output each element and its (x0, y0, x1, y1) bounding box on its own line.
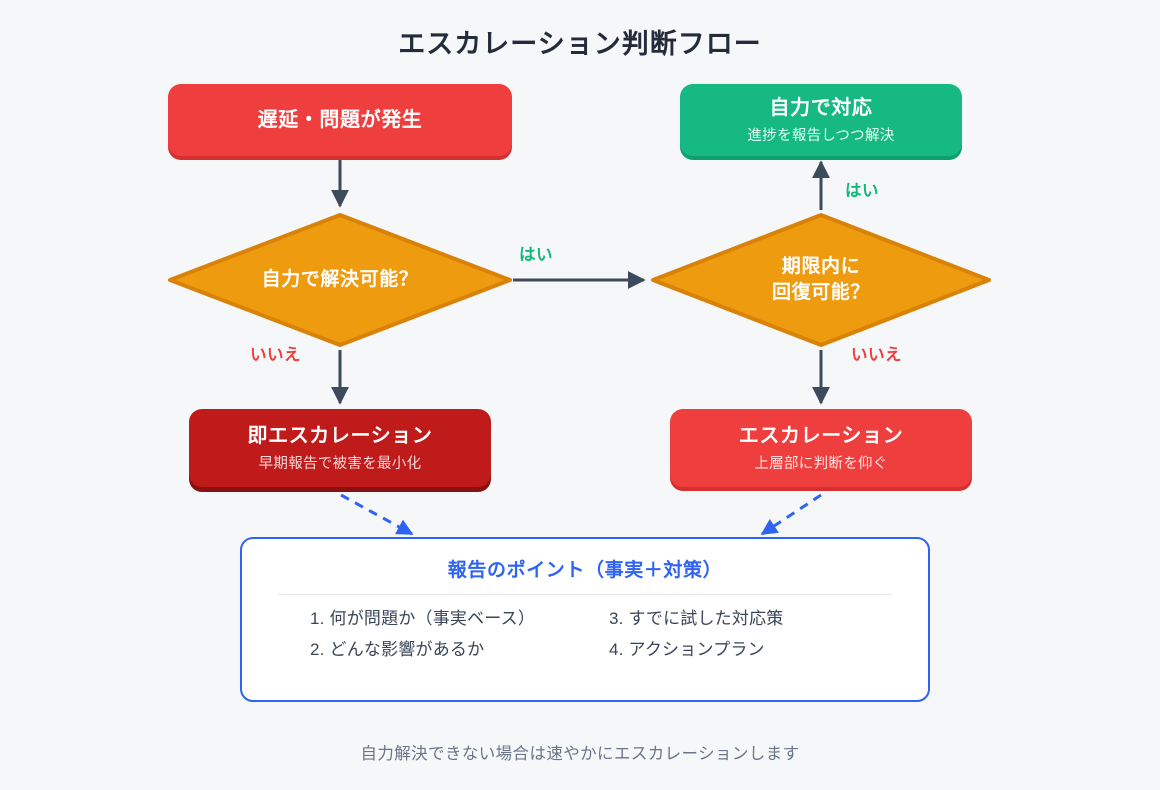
decision-recover-in-time-label: 期限内に 回復可能？ (650, 212, 992, 348)
list-item: 1. 何が問題か（事実ベース） (310, 609, 536, 628)
page-title: エスカレーション判断フロー (398, 29, 762, 59)
decision-recover-in-time-line2: 回復可能？ (771, 282, 870, 303)
list-item: 4. アクションプラン (609, 639, 765, 659)
decision-can-solve-alone-label: 自力で解決可能？ (167, 212, 513, 348)
report-points-list: 1. 何が問題か（事実ベース） 3. すでに試した対応策 2. どんな影響がある… (272, 606, 898, 662)
list-item: 2. どんな影響があるか (310, 639, 485, 659)
arrow-immediate-to-info (340, 493, 414, 536)
edge-label-yes-recover: はい (845, 182, 879, 200)
edge-label-yes-solve: はい (519, 246, 553, 264)
edge-label-no-solve: いいえ (250, 346, 301, 364)
list-item: 3. すでに試した対応策 (609, 609, 784, 628)
node-immediate-escalation-subtitle: 早期報告で被害を最小化 (258, 455, 422, 472)
node-self-handle-subtitle: 進捗を報告しつつ解決 (747, 127, 895, 144)
node-escalation-subtitle: 上層部に判断を仰ぐ (754, 455, 888, 472)
arrow-escalation-to-info (760, 493, 822, 536)
node-start-title: 遅延・問題が発生 (257, 108, 423, 131)
report-points-title: 報告のポイント（事実＋対策） (447, 560, 723, 581)
node-immediate-escalation-title: 即エスカレーション (247, 424, 433, 447)
diamond-shape (651, 213, 991, 347)
node-escalation-title: エスカレーション (738, 424, 904, 447)
footer-note: 自力解決できない場合は速やかにエスカレーションします (360, 745, 800, 763)
node-self-handle[interactable]: 自力で対応 進捗を報告しつつ解決 (680, 84, 962, 156)
node-escalation[interactable]: エスカレーション 上層部に判断を仰ぐ (670, 409, 972, 487)
panel-divider (278, 594, 892, 595)
decision-can-solve-alone[interactable]: 自力で解決可能？ (167, 212, 513, 348)
node-self-handle-title: 自力で対応 (769, 96, 873, 119)
node-immediate-escalation[interactable]: 即エスカレーション 早期報告で被害を最小化 (189, 409, 491, 487)
decision-can-solve-alone-line1: 自力で解決可能？ (261, 269, 419, 291)
diamond-shape (168, 213, 512, 347)
report-points-panel: 報告のポイント（事実＋対策） 1. 何が問題か（事実ベース） 3. すでに試した… (240, 537, 930, 702)
node-start[interactable]: 遅延・問題が発生 (168, 84, 512, 156)
edge-label-no-recover: いいえ (851, 346, 902, 364)
decision-recover-in-time-line1: 期限内に (781, 256, 861, 278)
decision-recover-in-time[interactable]: 期限内に 回復可能？ (650, 212, 992, 348)
